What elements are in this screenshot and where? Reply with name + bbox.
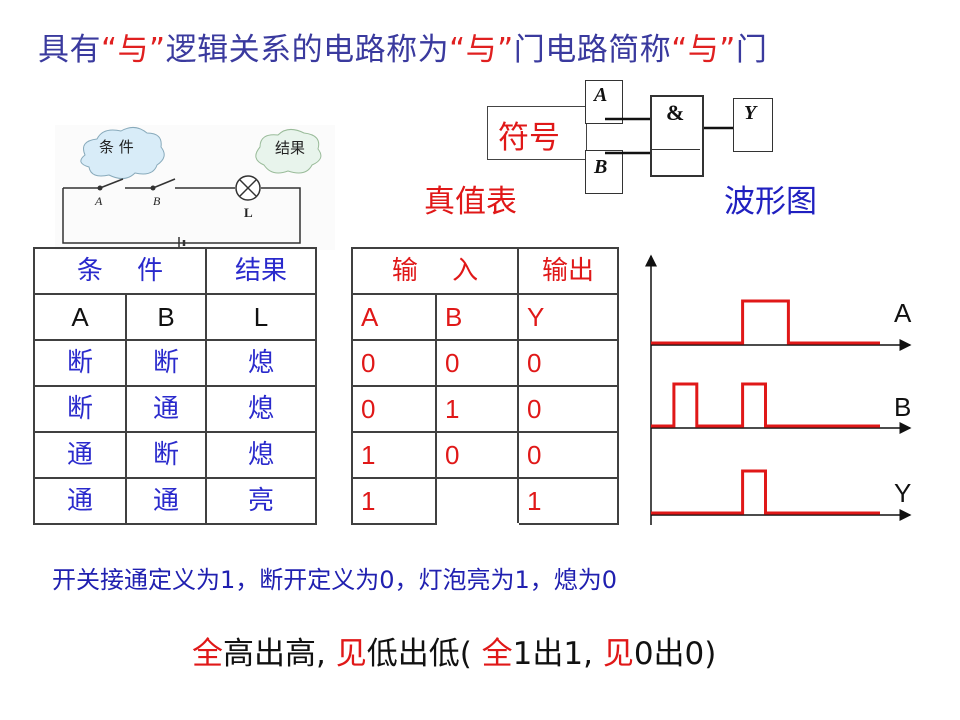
circuit-illustration: 条 件 结果 A B L <box>55 125 335 250</box>
table-row: 通 断 熄 <box>33 431 318 479</box>
gate-input-a-label: A <box>594 84 608 106</box>
title-quote: “与” <box>101 32 166 68</box>
table-row: 1 0 0 <box>351 431 620 479</box>
symbol-label: 符号 <box>498 120 560 156</box>
gate-input-a-box <box>585 80 623 124</box>
table-row: 0 1 0 <box>351 385 620 433</box>
truth-table: 输 入 输出 A B Y 0 0 0 0 1 0 1 0 0 1 1 <box>350 247 620 525</box>
table-cell: 0 <box>351 339 437 387</box>
title-part: 门 <box>735 32 768 68</box>
gate-output-label: Y <box>744 102 757 124</box>
wave-label-a: A <box>894 298 912 328</box>
table-row: 通 通 亮 <box>33 477 318 525</box>
table-cell: 0 <box>434 339 520 387</box>
summary-part: 见 <box>335 636 367 672</box>
table-cell: 断 <box>124 339 208 387</box>
switch-b-label: B <box>153 194 161 208</box>
table-row: A B L <box>33 293 318 341</box>
title-part: 门电路简称 <box>513 32 672 68</box>
waveform-diagram: A B Y <box>645 254 912 525</box>
switch-b <box>152 178 176 189</box>
waveform-signal-y <box>651 469 880 515</box>
condition-bubble <box>80 127 165 179</box>
result-bubble <box>255 129 322 174</box>
table-cell: B <box>124 293 208 341</box>
table-row: 断 通 熄 <box>33 385 318 433</box>
table-cell: 0 <box>351 385 437 433</box>
table-cell: 通 <box>124 385 208 433</box>
gate-input-b-label: B <box>594 156 608 178</box>
condition-table: 条 件 结果 A B L 断 断 熄 断 通 熄 通 断 熄 通 通 亮 <box>32 247 318 525</box>
table-cell: 断 <box>33 385 127 433</box>
table-header: 输 入 <box>350 247 520 295</box>
and-gate-inner <box>652 95 700 150</box>
table-row: 1 1 <box>351 477 620 525</box>
table-cell: 1 <box>517 477 620 525</box>
page-title: 具有“与”逻辑关系的电路称为“与”门电路简称“与”门 <box>38 24 767 69</box>
table-cell: 熄 <box>205 339 318 387</box>
table-cell: 1 <box>434 385 520 433</box>
table-cell: A <box>351 293 437 341</box>
table-row: 条 件 结果 <box>32 247 318 295</box>
gate-wires <box>605 117 736 155</box>
waveform-signal-b <box>651 382 880 428</box>
table-cell: 熄 <box>205 385 318 433</box>
table-cell: 亮 <box>205 477 318 525</box>
waveform-label: 波形图 <box>724 184 817 220</box>
and-gate-symbol: & <box>666 100 685 125</box>
table-cell: 0 <box>517 339 620 387</box>
summary-part: 低出低( <box>366 636 482 672</box>
title-quote: “与” <box>671 32 736 68</box>
table-cell: 0 <box>517 431 620 479</box>
title-part: 逻辑关系的电路称为 <box>165 32 450 68</box>
table-cell: 0 <box>517 385 620 433</box>
table-cell: 熄 <box>205 431 318 479</box>
summary-part: 全 <box>192 636 223 672</box>
table-row: 输 入 输出 <box>350 247 620 295</box>
waveform-signal-a <box>651 299 880 345</box>
table-cell: L <box>205 293 318 341</box>
condition-bubble-text: 条 件 <box>99 138 134 156</box>
table-cell: 通 <box>33 431 127 479</box>
table-row: 0 0 0 <box>351 339 620 387</box>
symbol-box <box>487 106 587 160</box>
circuit-wire <box>62 187 301 244</box>
table-cell: 1 <box>351 431 437 479</box>
table-cell <box>434 477 520 525</box>
table-cell: 断 <box>124 431 208 479</box>
truth-table-label: 真值表 <box>424 184 517 220</box>
table-cell: 通 <box>33 477 127 525</box>
and-gate-body <box>650 95 704 177</box>
lamp-label: L <box>244 205 253 220</box>
table-header: 输出 <box>517 247 620 295</box>
gate-output-box <box>733 98 773 152</box>
table-cell: 断 <box>33 339 127 387</box>
switch-a-label: A <box>94 194 103 208</box>
table-cell: A <box>33 293 127 341</box>
switch-a <box>99 178 124 189</box>
table-cell: 0 <box>434 431 520 479</box>
table-cell: Y <box>517 293 620 341</box>
table-cell: B <box>434 293 520 341</box>
title-part: 具有 <box>38 32 101 68</box>
wave-label-y: Y <box>894 478 911 508</box>
summary-part: 高出高, <box>223 636 336 672</box>
lamp-cross <box>239 179 257 197</box>
table-header: 结果 <box>205 247 318 295</box>
summary-part: 1出1, <box>512 636 603 672</box>
result-bubble-text: 结果 <box>275 139 305 157</box>
table-row: 断 断 熄 <box>33 339 318 387</box>
table-cell: 1 <box>351 477 437 525</box>
wave-label-b: B <box>894 392 911 422</box>
title-quote: “与” <box>449 32 514 68</box>
table-header: 条 件 <box>32 247 208 295</box>
table-cell: 通 <box>124 477 208 525</box>
summary-text: 全高出高, 见低出低( 全1出1, 见0出0) <box>192 628 716 673</box>
summary-part: 0出0) <box>633 636 717 672</box>
table-row: A B Y <box>351 293 620 341</box>
summary-part: 全 <box>481 636 513 672</box>
summary-part: 见 <box>602 636 634 672</box>
definition-text: 开关接通定义为1，断开定义为0，灯泡亮为1，熄为0 <box>52 566 618 594</box>
gate-input-b-box <box>585 150 623 194</box>
